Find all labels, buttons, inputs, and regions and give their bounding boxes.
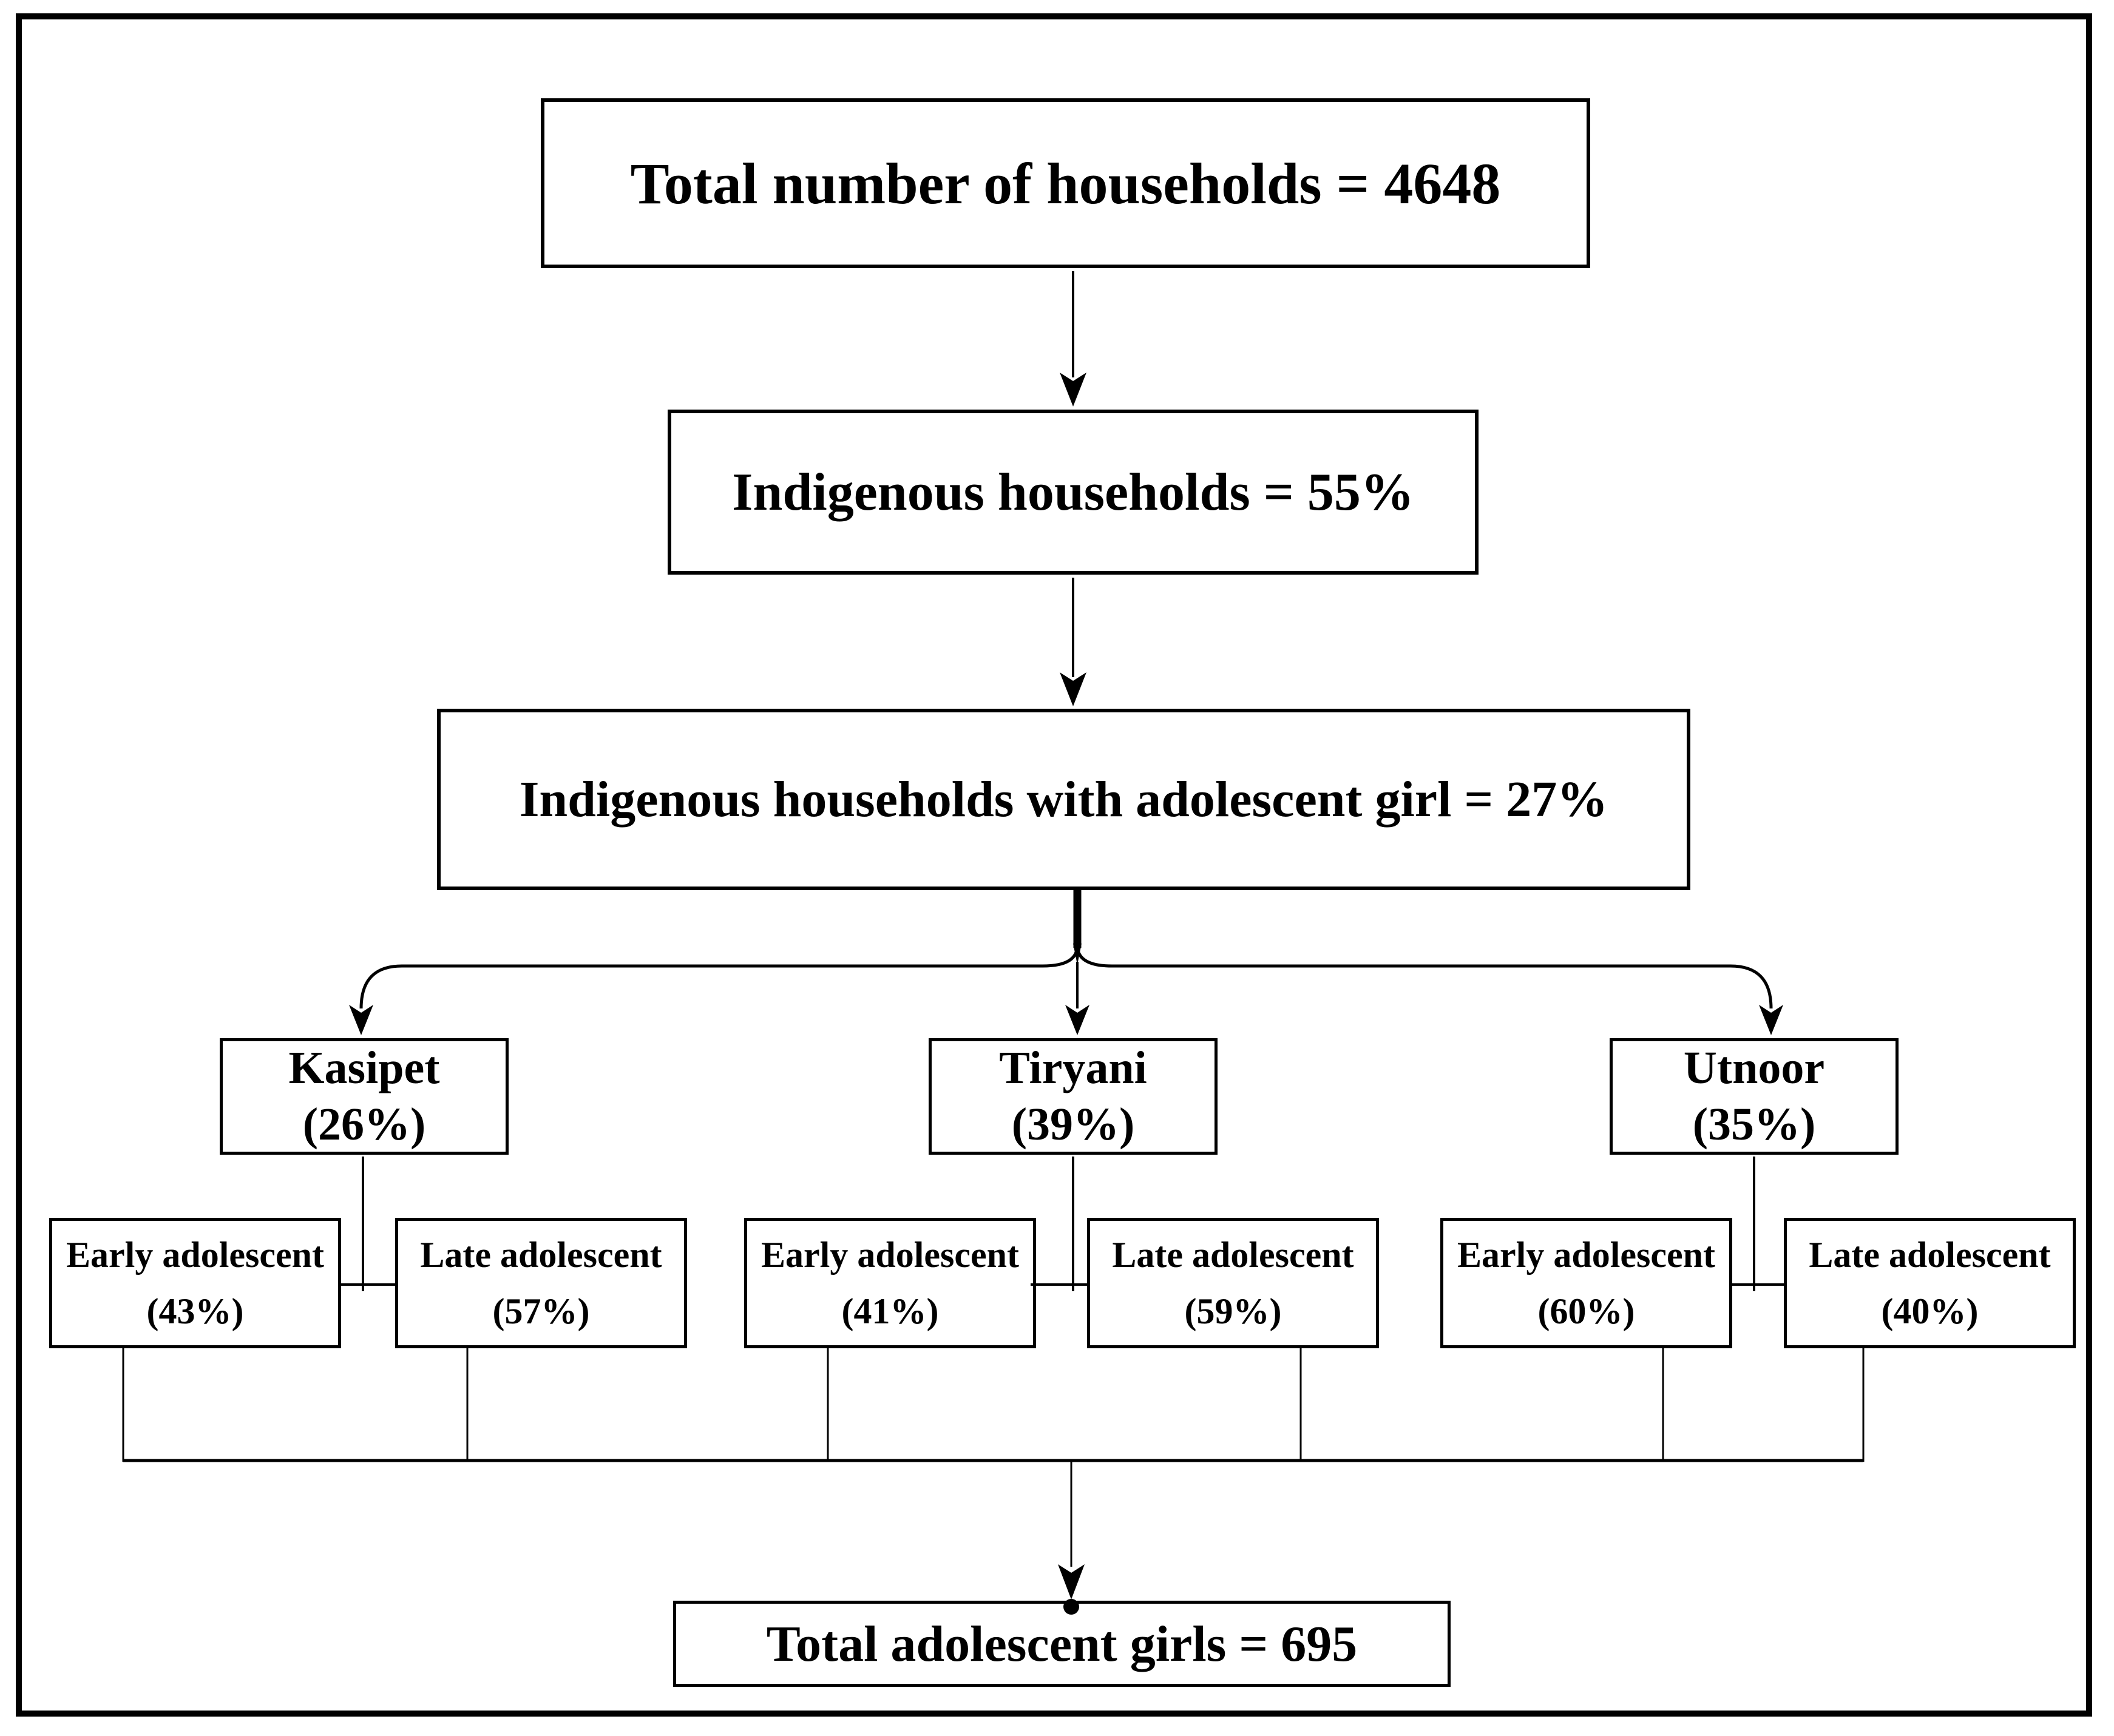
node-tiryani-late-adolescent: Late adolescent (59%) bbox=[1087, 1218, 1379, 1348]
node-district-kasipet: Kasipet (26%) bbox=[220, 1038, 509, 1155]
node-label: Indigenous households with adolescent gi… bbox=[519, 771, 1608, 828]
node-kasipet-late-adolescent: Late adolescent (57%) bbox=[395, 1218, 687, 1348]
node-indigenous-households-adolescent: Indigenous households with adolescent gi… bbox=[437, 709, 1690, 890]
node-label: Total number of households = 4648 bbox=[630, 150, 1501, 216]
leaf-label: Late adolescent bbox=[1809, 1234, 2051, 1275]
node-total-households: Total number of households = 4648 bbox=[541, 98, 1590, 268]
leaf-percent: (41%) bbox=[841, 1291, 939, 1331]
node-utnoor-late-adolescent: Late adolescent (40%) bbox=[1784, 1218, 2076, 1348]
leaf-label: Early adolescent bbox=[761, 1234, 1019, 1275]
outer-border bbox=[16, 13, 2092, 1717]
branch-stem-taper bbox=[1073, 944, 1082, 965]
branch-split-left bbox=[359, 945, 1079, 1009]
node-tiryani-early-adolescent: Early adolescent (41%) bbox=[744, 1218, 1036, 1348]
node-label: Total adolescent girls = 695 bbox=[766, 1615, 1358, 1672]
district-percent: (35%) bbox=[1692, 1099, 1816, 1150]
branch-split-right bbox=[1076, 945, 1773, 1009]
district-name: Kasipet bbox=[288, 1042, 440, 1094]
leaf-label: Early adolescent bbox=[66, 1234, 324, 1275]
leaf-percent: (60%) bbox=[1537, 1291, 1635, 1331]
district-name: Utnoor bbox=[1683, 1042, 1825, 1094]
node-utnoor-early-adolescent: Early adolescent (60%) bbox=[1440, 1218, 1732, 1348]
arrowhead bbox=[1060, 672, 1086, 706]
node-district-utnoor: Utnoor (35%) bbox=[1610, 1038, 1899, 1155]
node-indigenous-households: Indigenous households = 55% bbox=[668, 410, 1479, 575]
arrowhead bbox=[349, 1005, 373, 1035]
node-label: Indigenous households = 55% bbox=[732, 462, 1414, 522]
node-kasipet-early-adolescent: Early adolescent (43%) bbox=[49, 1218, 341, 1348]
leaf-percent: (57%) bbox=[492, 1291, 590, 1331]
district-percent: (39%) bbox=[1011, 1099, 1135, 1150]
node-total-adolescent-girls: Total adolescent girls = 695 bbox=[673, 1601, 1451, 1687]
arrowhead bbox=[1060, 373, 1086, 407]
district-percent: (26%) bbox=[302, 1099, 426, 1150]
node-district-tiryani: Tiryani (39%) bbox=[929, 1038, 1218, 1155]
leaf-label: Early adolescent bbox=[1457, 1234, 1715, 1275]
leaf-percent: (40%) bbox=[1881, 1291, 1979, 1331]
leaf-label: Late adolescent bbox=[420, 1234, 662, 1275]
arrowhead bbox=[1065, 1005, 1089, 1035]
leaf-label: Late adolescent bbox=[1112, 1234, 1354, 1275]
leaf-percent: (59%) bbox=[1184, 1291, 1282, 1331]
leaf-percent: (43%) bbox=[146, 1291, 244, 1331]
district-name: Tiryani bbox=[999, 1042, 1147, 1094]
arrowhead bbox=[1058, 1564, 1085, 1599]
junction-dot bbox=[1063, 1599, 1079, 1615]
arrowhead bbox=[1759, 1005, 1783, 1035]
